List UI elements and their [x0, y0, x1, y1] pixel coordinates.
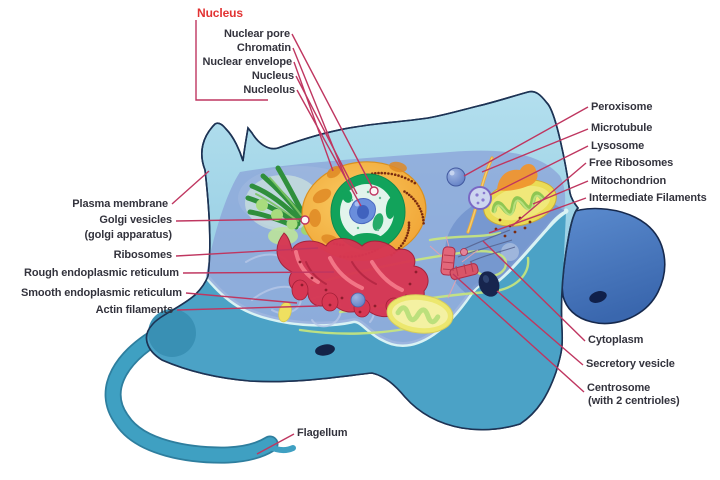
leader-nuclear-pore [291, 33, 375, 192]
plasma-membrane-outline [145, 90, 580, 431]
leader-ribosomes [175, 247, 319, 257]
peroxisome [446, 167, 466, 187]
vesicle-blue [350, 292, 366, 308]
leader-flagellum [256, 433, 295, 455]
leader-lysosome [489, 145, 589, 196]
leader-nucleus [295, 75, 358, 195]
label-plasma-membrane: Plasma membrane [72, 198, 168, 210]
leader-actin-filaments [176, 305, 319, 311]
leader-plasma-membrane [171, 170, 210, 205]
leader-microtubule [481, 128, 589, 173]
leader-nucleus-bracket [195, 20, 268, 101]
leader-chromatin [292, 47, 347, 180]
bottom-band [146, 211, 566, 430]
dense-body-bottom [315, 344, 335, 356]
label-golgi-vesicles: Golgi vesicles [99, 214, 172, 226]
label-centrosome: Centrosome [587, 382, 651, 394]
leader-lines [171, 20, 589, 455]
label-golgi-apparatus: (golgi apparatus) [84, 229, 172, 241]
flagellum-base [148, 309, 196, 357]
leader-nuclear-envelope [293, 61, 334, 172]
dense-body-right [589, 291, 607, 303]
nucleolus [349, 198, 376, 225]
label-lysosome: Lysosome [591, 140, 645, 152]
leader-rough-er [182, 271, 335, 274]
label-peroxisome: Peroxisome [591, 101, 653, 113]
label-actin-filaments: Actin filaments [95, 304, 173, 316]
mitochondrion-lower [386, 294, 454, 334]
golgi-ring-marker [300, 215, 310, 225]
label-chromatin: Chromatin [236, 42, 291, 54]
label-free-ribosomes: Free Ribosomes [589, 157, 674, 169]
leader-smooth-er [185, 292, 298, 304]
label-intermediate-filaments: Intermediate Filaments [589, 192, 707, 204]
leader-nucleolus [296, 89, 362, 207]
label-microtubule: Microtubule [591, 122, 653, 134]
label-nucleus: Nucleus [251, 70, 294, 82]
leader-cytoplasm [482, 240, 586, 342]
label-nucleolus: Nucleolus [243, 84, 295, 96]
mitochondrion-orange-cap [497, 164, 538, 191]
label-mitochondrion: Mitochondrion [591, 175, 667, 187]
leader-centrosome [452, 273, 585, 393]
label-nuclear-envelope: Nuclear envelope [202, 56, 293, 68]
leader-mitochondrion [532, 180, 589, 205]
nuclear-pore-ring-marker [369, 186, 379, 196]
label-smooth-er: Smooth endoplasmic reticulum [20, 287, 182, 299]
centrosome [429, 235, 479, 299]
label-cytoplasm: Cytoplasm [588, 334, 644, 346]
secretory-vesicle-highlight [482, 275, 490, 283]
label-rough-er: Rough endoplasmic reticulum [24, 267, 179, 279]
label-secretory-vesicle: Secretory vesicle [586, 358, 675, 370]
right-lobe [560, 207, 666, 325]
lysosome [468, 186, 492, 210]
leader-peroxisome [463, 106, 589, 177]
label-nucleus-heading: Nucleus [197, 6, 243, 20]
leader-secretory-vesicle [496, 290, 584, 366]
leader-golgi-vesicles [175, 218, 302, 222]
peroxisome-highlight [449, 170, 455, 176]
leader-intermediate-filaments [488, 197, 587, 234]
label-flagellum: Flagellum [297, 427, 348, 439]
label-centrosome-sub: (with 2 centrioles) [588, 395, 680, 407]
leader-free-ribosomes [511, 162, 587, 227]
label-nuclear-pore: Nuclear pore [223, 28, 290, 40]
rough-endoplasmic-reticulum [276, 232, 429, 318]
nucleoplasm-speckles [350, 190, 382, 232]
label-ribosomes: Ribosomes [113, 249, 173, 261]
